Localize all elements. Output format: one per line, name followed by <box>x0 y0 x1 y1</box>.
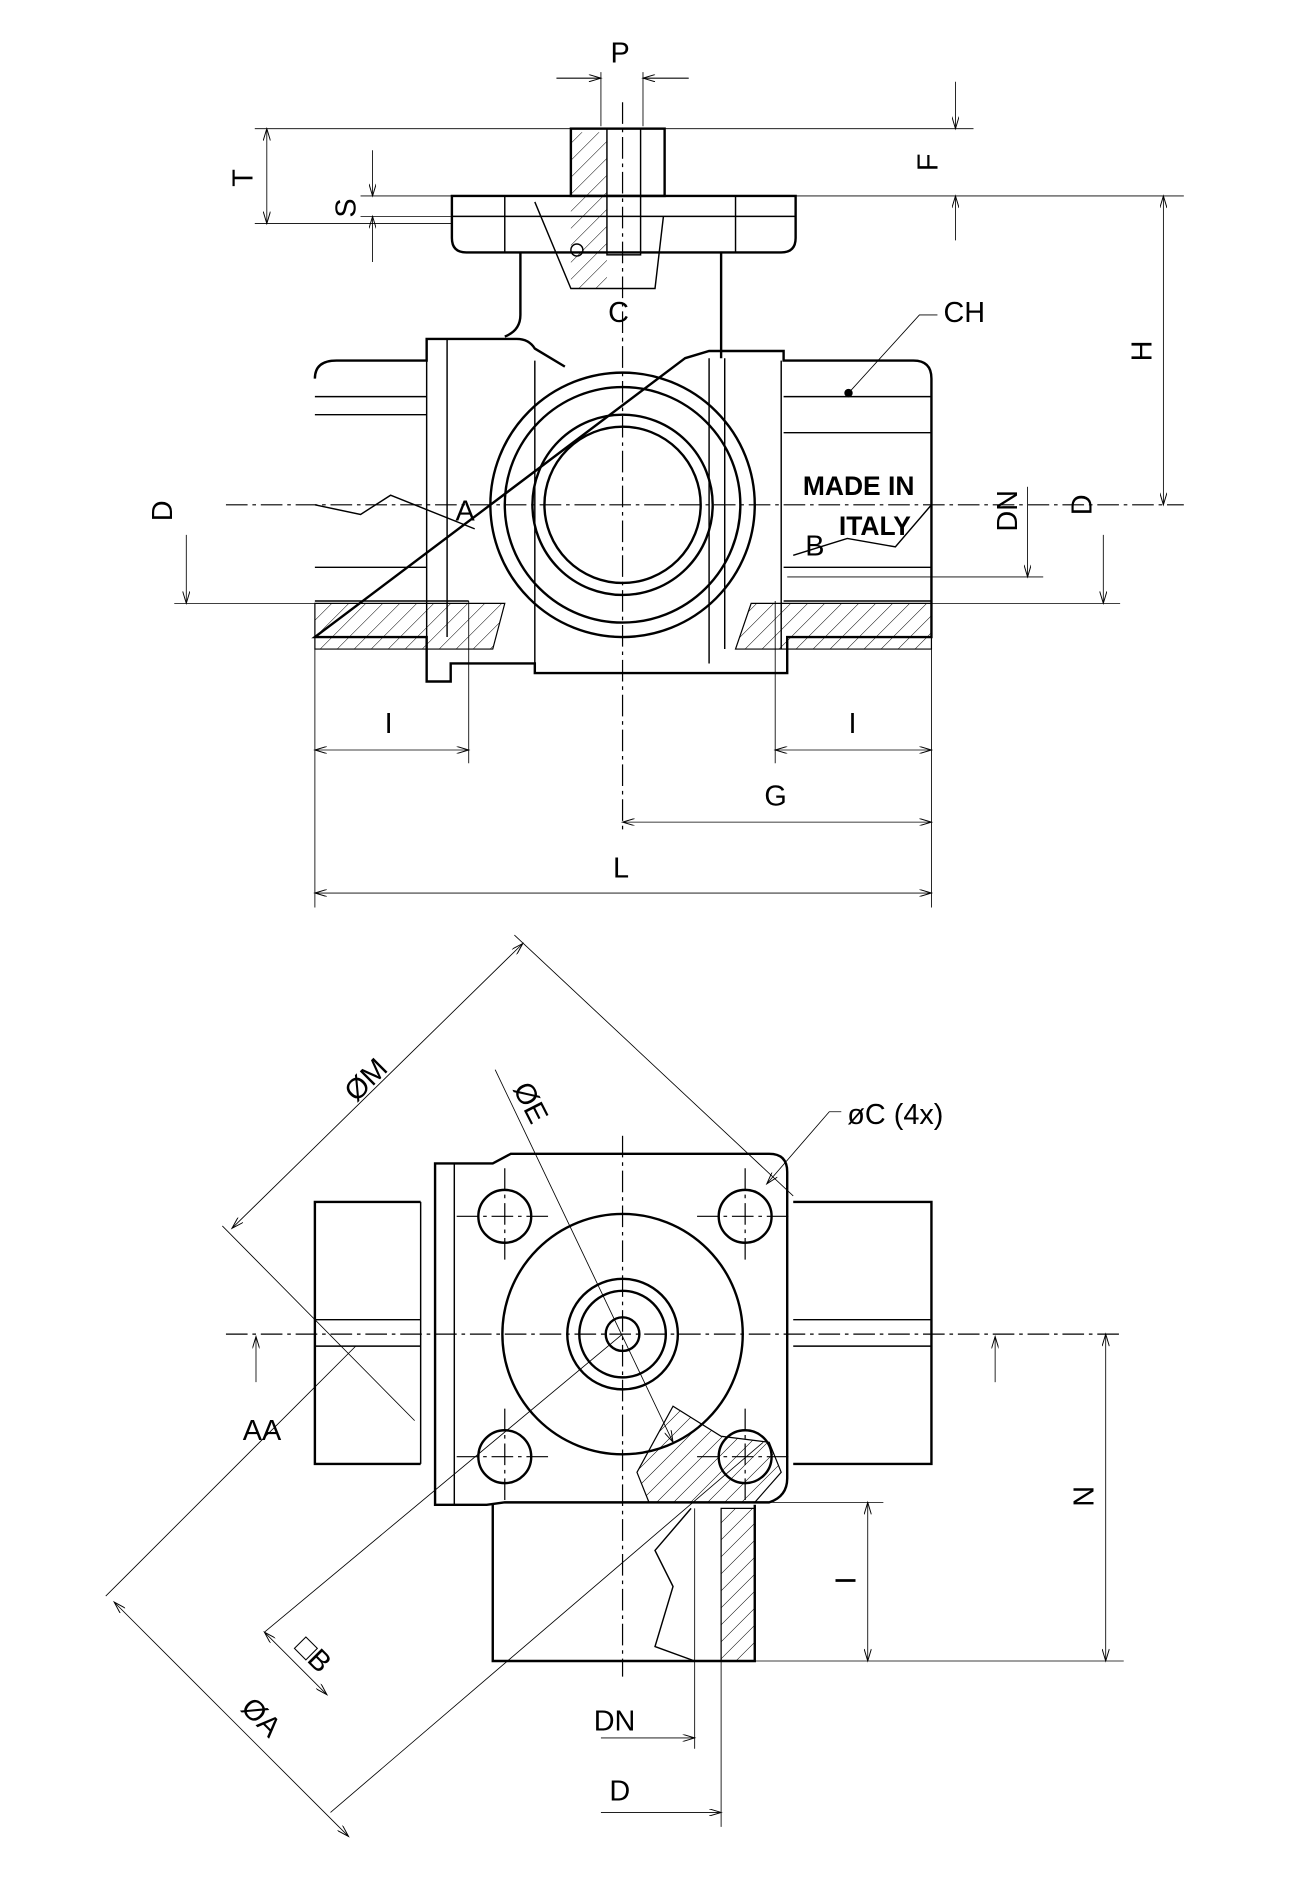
ext-lines-bottom <box>314 600 932 908</box>
bottom-port-section <box>720 1507 756 1662</box>
ext-lines-n <box>754 1501 1124 1662</box>
right-port-section <box>734 602 933 650</box>
plan-view: ØM ØE øC (4x) AA N I □B ØA DN D <box>105 934 1124 1836</box>
body-lines <box>314 338 932 664</box>
label-l: L <box>613 852 629 884</box>
label-i-left: I <box>385 708 393 740</box>
label-e: ØE <box>506 1077 553 1129</box>
label-aa: AA <box>243 1415 282 1447</box>
break-line <box>654 1507 695 1662</box>
label-d-right: D <box>1066 494 1098 515</box>
ext-lines <box>254 128 1184 225</box>
pin-icon <box>570 243 584 257</box>
marking-italy: ITALY <box>839 511 911 541</box>
label-c: C <box>608 297 629 329</box>
right-port-lines <box>793 1318 932 1347</box>
label-n: N <box>1069 1486 1101 1507</box>
label-h: H <box>1126 341 1158 362</box>
left-port-section <box>314 602 506 650</box>
label-d-left: D <box>147 500 179 521</box>
label-m: ØM <box>339 1052 394 1107</box>
label-ch: CH <box>943 297 985 329</box>
label-t: T <box>227 169 259 187</box>
label-i: I <box>831 1576 863 1584</box>
label-i-right: I <box>849 708 857 740</box>
label-dn: DN <box>992 490 1024 532</box>
marking-made-in: MADE IN <box>803 471 915 501</box>
left-port <box>313 1200 421 1466</box>
cut-section <box>636 1405 782 1503</box>
dim-e <box>494 1069 673 1443</box>
label-a: ØA <box>235 1692 288 1745</box>
label-b: □B <box>289 1631 338 1680</box>
right-port <box>793 1200 933 1466</box>
label-c-holes: øC (4x) <box>847 1099 943 1131</box>
ext-lines-diag <box>105 934 794 1813</box>
front-view: P T S F C CH H D A DN D B I I G L MADE I… <box>147 38 1184 908</box>
left-port-lines <box>314 1201 422 1464</box>
dim-a <box>114 1602 348 1836</box>
label-a: A <box>456 495 476 527</box>
neck <box>504 252 723 359</box>
label-p: P <box>611 38 630 70</box>
label-f: F <box>912 153 944 171</box>
ext-lines-dn <box>694 1508 722 1827</box>
dim-m <box>232 944 523 1229</box>
label-b: B <box>805 530 824 562</box>
label-d: D <box>609 1775 630 1807</box>
label-s: S <box>331 198 363 217</box>
flange-lines <box>451 195 796 253</box>
stem-section <box>534 201 665 290</box>
stem-hatch <box>570 132 607 289</box>
bottom-port <box>491 1504 756 1663</box>
stem-bore <box>606 127 642 256</box>
label-g: G <box>764 780 786 812</box>
c-leader <box>767 1111 842 1184</box>
ext-lines-d <box>174 576 1121 604</box>
dim-b <box>264 1632 326 1694</box>
ch-leader <box>848 314 938 394</box>
top-flange <box>450 194 797 254</box>
label-dn: DN <box>594 1706 636 1738</box>
